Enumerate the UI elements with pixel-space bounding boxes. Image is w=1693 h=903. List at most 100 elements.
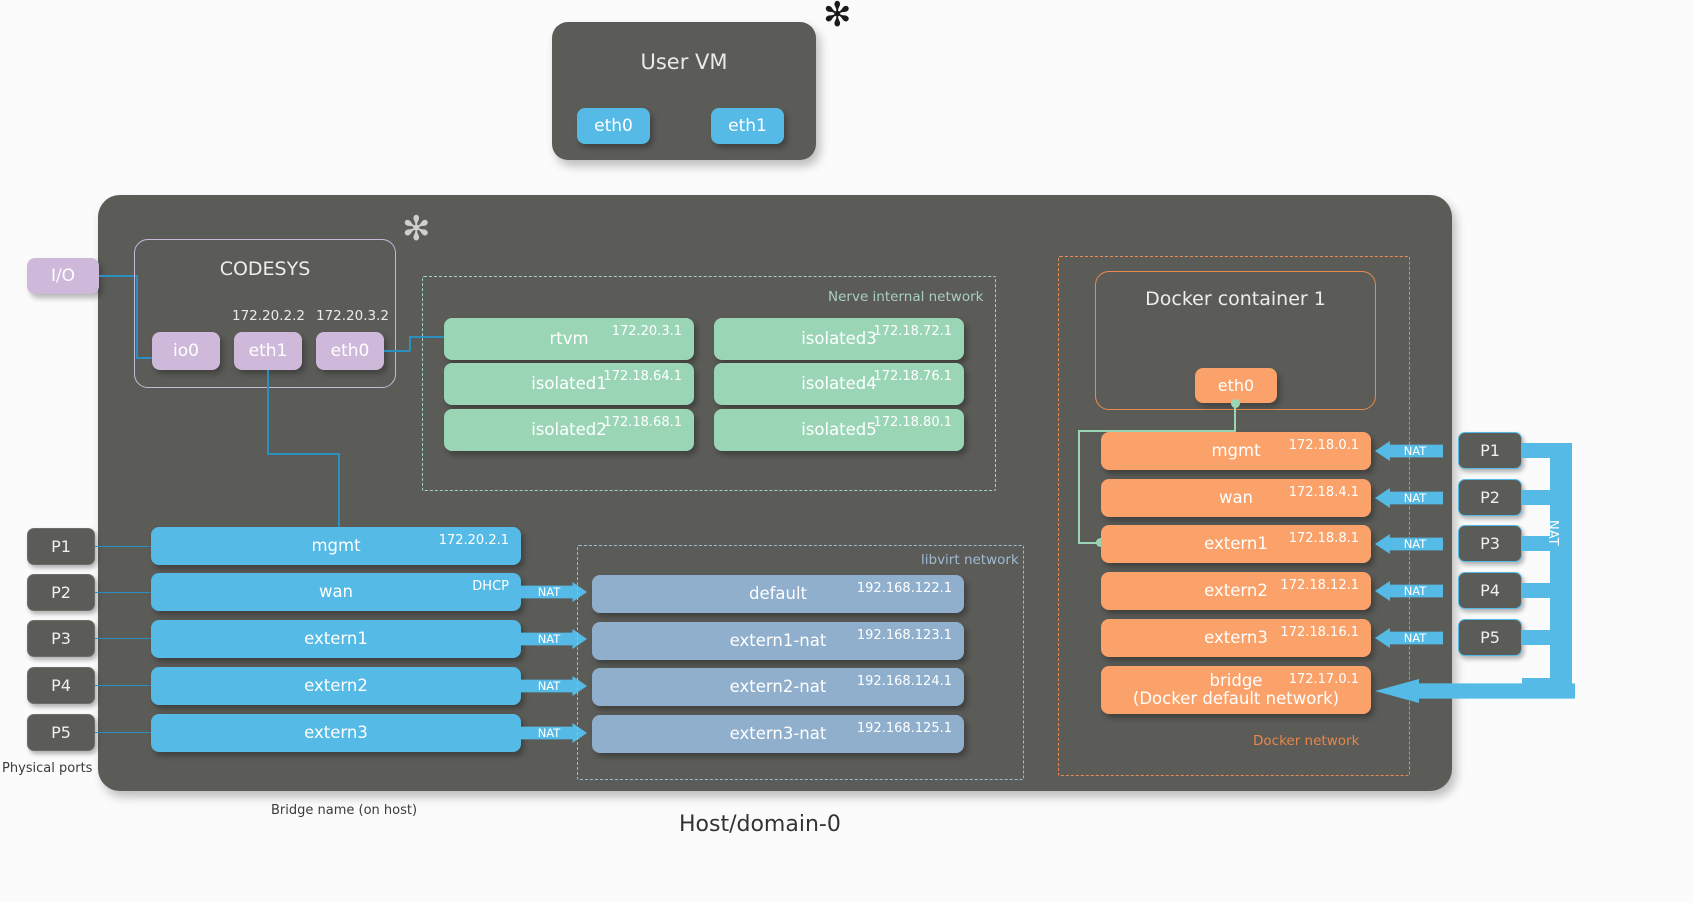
physical-port-p2[interactable]: P2 — [27, 574, 95, 611]
physical-port-p1-label: P1 — [51, 537, 71, 556]
nerve-bar-isolated3-ip: 172.18.72.1 — [873, 324, 952, 339]
libvirt-net-default-label: default — [748, 583, 808, 603]
host-bridge-extern1[interactable]: extern1 — [151, 620, 521, 658]
p3-connector — [95, 638, 153, 640]
docker-net-extern1[interactable]: extern1 172.18.8.1 — [1101, 525, 1371, 563]
codesys-box: CODESYS — [134, 239, 396, 388]
libvirt-net-default-ip: 192.168.122.1 — [856, 581, 952, 596]
libvirt-net-extern2-nat[interactable]: extern2-nat 192.168.124.1 — [592, 668, 964, 706]
nerve-bar-isolated2-ip: 172.18.68.1 — [603, 415, 682, 430]
docker-net-extern1-ip: 172.18.8.1 — [1288, 531, 1359, 546]
nerve-bar-isolated5-ip: 172.18.80.1 — [873, 415, 952, 430]
docker-net-extern3[interactable]: extern3 172.18.16.1 — [1101, 619, 1371, 657]
physical-port-p3[interactable]: P3 — [27, 620, 95, 657]
codesys-eth1[interactable]: eth1 — [234, 332, 302, 370]
nerve-bar-isolated3[interactable]: isolated3 172.18.72.1 — [714, 318, 964, 360]
p1-connector — [95, 546, 153, 548]
libvirt-net-extern1-nat-ip: 192.168.123.1 — [856, 628, 952, 643]
nerve-bar-isolated4[interactable]: isolated4 172.18.76.1 — [714, 363, 964, 405]
docker-nat-arrow-mgmt-label: NAT — [1403, 444, 1427, 458]
codesys-io0[interactable]: io0 — [152, 332, 220, 370]
user-vm-eth1[interactable]: eth1 — [711, 108, 784, 144]
docker-port-p3[interactable]: P3 — [1458, 525, 1522, 562]
host-bridge-extern2[interactable]: extern2 — [151, 667, 521, 705]
host-bridge-mgmt-label: mgmt — [311, 535, 361, 555]
docker-port-p5[interactable]: P5 — [1458, 619, 1522, 656]
physical-port-p2-label: P2 — [51, 583, 71, 602]
docker-eth0-link-h1 — [1078, 430, 1236, 432]
nat-arrow-extern2: NAT — [521, 676, 587, 696]
nat-arrow-extern3: NAT — [521, 723, 587, 743]
libvirt-net-extern3-nat[interactable]: extern3-nat 192.168.125.1 — [592, 715, 964, 753]
nat-arrow-extern2-label: NAT — [537, 679, 561, 693]
docker-net-mgmt-ip: 172.18.0.1 — [1288, 438, 1359, 453]
docker-nat-arrow-extern1-label: NAT — [1403, 537, 1427, 551]
docker-network-label: Docker network — [1253, 733, 1360, 749]
libvirt-label: libvirt network — [921, 552, 1019, 568]
physical-port-p1[interactable]: P1 — [27, 528, 95, 565]
host-bridge-extern2-label: extern2 — [304, 675, 368, 695]
nerve-bar-rtvm[interactable]: rtvm 172.20.3.1 — [444, 318, 694, 360]
libvirt-net-extern2-nat-label: extern2-nat — [729, 676, 827, 696]
docker-net-bridge-sublabel: (Docker default network) — [1132, 689, 1340, 708]
right-nat-label: NAT — [1545, 520, 1560, 546]
host-bridge-wan[interactable]: wan DHCP — [151, 573, 521, 611]
docker-net-extern2[interactable]: extern2 172.18.12.1 — [1101, 572, 1371, 610]
libvirt-net-extern2-nat-ip: 192.168.124.1 — [856, 674, 952, 689]
user-vm-eth0[interactable]: eth0 — [577, 108, 650, 144]
host-bridge-extern3-label: extern3 — [304, 722, 368, 742]
docker-container-eth0[interactable]: eth0 — [1195, 368, 1277, 403]
io-node[interactable]: I/O — [27, 258, 99, 294]
libvirt-net-extern3-nat-ip: 192.168.125.1 — [856, 721, 952, 736]
docker-port-p2-label: P2 — [1480, 488, 1500, 507]
host-bridge-extern3[interactable]: extern3 — [151, 714, 521, 752]
nerve-bar-isolated1-ip: 172.18.64.1 — [603, 369, 682, 384]
nerve-bar-isolated2-label: isolated2 — [531, 419, 607, 439]
docker-net-wan[interactable]: wan 172.18.4.1 — [1101, 479, 1371, 517]
docker-port-p5-label: P5 — [1480, 628, 1500, 647]
eth0-rtvm-v — [409, 336, 411, 351]
docker-net-bridge-label: bridge — [1209, 670, 1263, 690]
nat-arrow-extern1-label: NAT — [537, 632, 561, 646]
libvirt-frame — [577, 545, 1024, 780]
docker-container-eth0-label: eth0 — [1217, 376, 1255, 395]
host-bridge-mgmt[interactable]: mgmt 172.20.2.1 — [151, 527, 521, 565]
physical-port-p4[interactable]: P4 — [27, 667, 95, 704]
libvirt-net-extern1-nat[interactable]: extern1-nat 192.168.123.1 — [592, 622, 964, 660]
docker-net-wan-ip: 172.18.4.1 — [1288, 485, 1359, 500]
nerve-bar-isolated3-label: isolated3 — [801, 328, 877, 348]
host-domain-caption: Host/domain-0 — [679, 812, 841, 837]
nerve-bar-isolated4-label: isolated4 — [801, 373, 877, 393]
docker-eth0-link-v1 — [1234, 403, 1236, 431]
physical-port-p3-label: P3 — [51, 629, 71, 648]
nerve-bar-isolated2[interactable]: isolated2 172.18.68.1 — [444, 409, 694, 451]
nerve-bar-isolated5-label: isolated5 — [801, 419, 877, 439]
codesys-title: CODESYS — [219, 258, 311, 280]
docker-port-p2[interactable]: P2 — [1458, 479, 1522, 516]
codesys-eth0[interactable]: eth0 — [316, 332, 384, 370]
io-connector-h1 — [99, 275, 137, 277]
host-bridge-wan-label: wan — [318, 581, 354, 601]
eth1-mgmt-h — [267, 453, 339, 455]
docker-nat-arrow-extern3-label: NAT — [1403, 631, 1427, 645]
nat-arrow-wan-label: NAT — [537, 585, 561, 599]
user-vm-eth1-label: eth1 — [728, 116, 767, 136]
docker-net-bridge-label-group: bridge (Docker default network) — [1101, 666, 1371, 714]
nerve-bar-isolated1[interactable]: isolated1 172.18.64.1 — [444, 363, 694, 405]
p4-connector — [95, 685, 153, 687]
docker-net-mgmt[interactable]: mgmt 172.18.0.1 — [1101, 432, 1371, 470]
docker-nat-arrow-wan: NAT — [1375, 488, 1443, 508]
docker-nat-arrow-extern2: NAT — [1375, 581, 1443, 601]
docker-port-p4[interactable]: P4 — [1458, 572, 1522, 609]
nerve-bar-isolated5[interactable]: isolated5 172.18.80.1 — [714, 409, 964, 451]
p5-connector — [95, 732, 153, 734]
libvirt-net-default[interactable]: default 192.168.122.1 — [592, 575, 964, 613]
nerve-bar-isolated4-ip: 172.18.76.1 — [873, 369, 952, 384]
docker-port-p1[interactable]: P1 — [1458, 432, 1522, 469]
docker-net-extern1-label: extern1 — [1204, 533, 1268, 553]
p2-connector — [95, 592, 153, 594]
docker-net-bridge[interactable]: bridge (Docker default network) 172.17.0… — [1101, 666, 1371, 714]
docker-net-mgmt-label: mgmt — [1211, 440, 1261, 460]
right-bus-vertical — [1550, 443, 1572, 690]
physical-port-p5[interactable]: P5 — [27, 714, 95, 751]
